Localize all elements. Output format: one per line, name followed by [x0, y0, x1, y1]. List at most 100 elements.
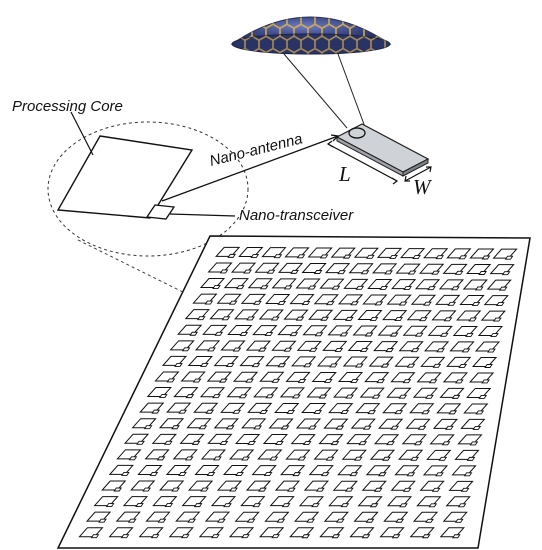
- grid-transceiver-cell: [207, 347, 216, 352]
- grid-transceiver-cell: [185, 394, 195, 399]
- grid-transceiver-cell: [395, 518, 405, 523]
- grid-transceiver-cell: [427, 286, 436, 291]
- grid-transceiver-cell: [297, 456, 307, 461]
- grid-transceiver-cell: [382, 456, 391, 461]
- grid-transceiver-cell: [271, 534, 280, 539]
- grid-transceiver-cell: [493, 317, 502, 322]
- grid-transceiver-cell: [199, 363, 209, 367]
- grid-transceiver-cell: [501, 271, 511, 276]
- grid-transceiver-cell: [469, 441, 479, 446]
- grid-cells: [78, 246, 518, 539]
- grid-transceiver-cell: [246, 316, 255, 321]
- grid-transceiver-cell: [245, 378, 254, 383]
- grid-transceiver-cell: [402, 379, 412, 384]
- grid-transceiver-cell: [432, 363, 442, 368]
- grid-transceiver-cell: [336, 518, 345, 523]
- grid-transceiver-cell: [316, 487, 325, 492]
- grid-transceiver-cell: [439, 332, 449, 337]
- grid-transceiver-cell: [241, 534, 250, 539]
- grid-transceiver-cell: [474, 286, 484, 291]
- grid-transceiver-cell: [259, 285, 269, 290]
- grid-transceiver-cell: [355, 285, 365, 290]
- grid-transceiver-cell: [373, 487, 383, 492]
- grid-transceiver-cell: [196, 316, 206, 321]
- grid-transceiver-cell: [403, 286, 412, 291]
- nano-transceiver-label: Nano-transceiver: [239, 207, 354, 224]
- grid-transceiver-cell: [212, 394, 221, 399]
- grid-transceiver-cell: [171, 425, 180, 430]
- grid-transceiver-cell: [421, 410, 431, 415]
- grid-transceiver-cell: [227, 253, 237, 258]
- grid-transceiver-cell: [410, 348, 420, 353]
- grid-transceiver-cell: [358, 441, 368, 446]
- grid-transceiver-cell: [378, 472, 387, 477]
- grid-transceiver-cell: [306, 518, 315, 523]
- grid-transceiver-cell: [189, 331, 199, 336]
- grid-transceiver-cell: [487, 348, 496, 353]
- grid-transceiver-cell: [334, 347, 344, 352]
- grid-transceiver-cell: [460, 487, 470, 492]
- grid-transceiver-cell: [250, 254, 260, 258]
- grid-transceiver-cell: [320, 316, 329, 321]
- grid-transceiver-cell: [428, 379, 438, 384]
- grid-transceiver-cell: [344, 487, 354, 492]
- grid-transceiver-cell: [120, 471, 130, 476]
- grid-transceiver-cell: [166, 378, 176, 383]
- grid-transceiver-cell: [457, 503, 467, 508]
- grid-transceiver-cell: [447, 301, 457, 306]
- processing-core-label: Processing Core: [12, 98, 123, 115]
- grid-transceiver-cell: [163, 440, 173, 445]
- grid-transceiver-cell: [417, 425, 427, 430]
- grid-transceiver-cell: [219, 378, 228, 383]
- grid-transceiver-cell: [308, 347, 318, 352]
- grid-transceiver-cell: [438, 456, 448, 461]
- grid-transceiver-cell: [365, 518, 375, 523]
- grid-transceiver-cell: [451, 534, 461, 539]
- grid-transceiver-cell: [376, 379, 386, 384]
- grid-transceiver-cell: [475, 410, 485, 415]
- grid-transceiver-cell: [302, 441, 312, 446]
- grid-transceiver-cell: [198, 425, 208, 430]
- grid-transceiver-cell: [251, 363, 261, 368]
- grid-transceiver-cell: [142, 487, 152, 492]
- grid-transceiver-cell: [394, 317, 404, 322]
- grid-transceiver-cell: [223, 503, 232, 508]
- grid-transceiver-cell: [455, 379, 464, 384]
- nano-antenna-patch: [335, 123, 430, 177]
- grid-transceiver-cell: [330, 441, 340, 446]
- grid-transceiver-cell: [265, 394, 275, 399]
- grid-transceiver-cell: [490, 333, 499, 338]
- grid-transceiver-cell: [402, 487, 412, 492]
- zoom-lines: [283, 53, 366, 129]
- grid-transceiver-cell: [151, 409, 161, 414]
- grid-transceiver-cell: [266, 269, 276, 274]
- nano-antenna-label: Nano-antenna: [208, 130, 304, 169]
- grid-transceiver-cell: [295, 316, 305, 321]
- grid-transceiver-cell: [270, 316, 280, 321]
- grid-transceiver-cell: [277, 363, 287, 368]
- grid-transceiver-cell: [406, 363, 416, 368]
- grid-transceiver-cell: [225, 363, 235, 368]
- grid-transceiver-cell: [454, 518, 464, 523]
- grid-transceiver-cell: [120, 534, 130, 539]
- dimension-arrows: [326, 140, 432, 185]
- grid-transceiver-cell: [296, 254, 306, 259]
- grid-transceiver-cell: [192, 378, 202, 383]
- grid-transceiver-cell: [463, 472, 473, 477]
- grid-transceiver-cell: [286, 410, 296, 414]
- grid-transceiver-cell: [228, 300, 238, 305]
- grid-transceiver-cell: [164, 503, 174, 508]
- grid-transceiver-cell: [297, 378, 307, 383]
- grid-transceiver-cell: [273, 254, 283, 259]
- grid-transceiver-cell: [258, 487, 267, 492]
- grid-transceiver-cell: [303, 363, 313, 368]
- grid-transceiver-cell: [407, 270, 417, 275]
- grid-transceiver-cell: [290, 269, 299, 274]
- grid-transceiver-cell: [229, 487, 238, 492]
- grid-transceiver-cell: [389, 254, 398, 259]
- grid-transceiver-cell: [465, 332, 474, 337]
- grid-transceiver-cell: [451, 394, 461, 399]
- grid-transceiver-cell: [361, 534, 371, 539]
- grid-transceiver-cell: [219, 269, 229, 274]
- grid-transceiver-cell: [264, 332, 274, 337]
